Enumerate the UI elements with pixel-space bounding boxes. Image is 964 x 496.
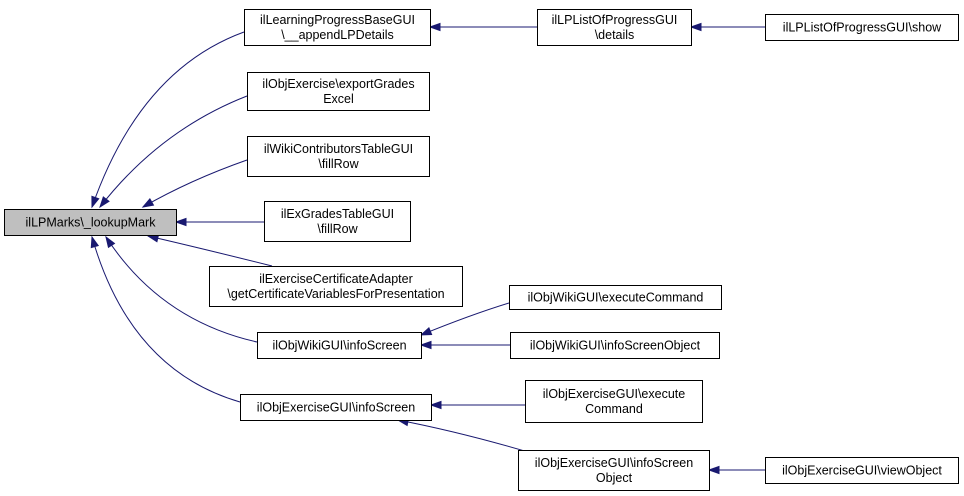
node-box[interactable] xyxy=(525,380,703,423)
node-ex_info_obj[interactable]: ilObjExerciseGUI\infoScreenObject xyxy=(518,450,710,491)
arrowhead-ex_grades-to-root xyxy=(174,217,187,227)
arrowhead-ex_view-to-ex_info_obj xyxy=(707,465,720,475)
edge-ex_info-to-root xyxy=(91,236,241,403)
node-wiki_contrib[interactable]: ilWikiContributorsTableGUI\fillRow xyxy=(247,136,430,177)
arrowhead-lp_list_show-to-lp_list_details xyxy=(689,22,702,32)
edge-lp_base-to-root xyxy=(91,31,245,208)
node-lp_base[interactable]: ilLearningProgressBaseGUI\__appendLPDeta… xyxy=(244,9,431,46)
node-label-line: \details xyxy=(595,28,635,42)
arrowhead-lp_list_details-to-lp_base xyxy=(428,22,441,32)
node-lp_list_show[interactable]: ilLPListOfProgressGUI\show xyxy=(765,14,959,41)
edge-wiki_info-to-root xyxy=(105,236,258,343)
node-label-line: ilObjWikiGUI\executeCommand xyxy=(528,291,704,305)
node-lp_list_details[interactable]: ilLPListOfProgressGUI\details xyxy=(537,9,692,46)
node-label-line: ilObjWikiGUI\infoScreenObject xyxy=(530,339,701,353)
node-label-line: \fillRow xyxy=(317,222,358,236)
node-box[interactable] xyxy=(240,394,432,421)
node-label-line: ilExGradesTableGUI xyxy=(281,207,394,221)
node-box[interactable] xyxy=(765,457,959,484)
node-wiki_info_obj[interactable]: ilObjWikiGUI\infoScreenObject xyxy=(510,332,720,359)
node-label-line: ilObjExerciseGUI\execute xyxy=(543,387,685,401)
node-label-line: Object xyxy=(596,471,633,485)
node-box[interactable] xyxy=(765,14,959,41)
node-box[interactable] xyxy=(247,136,430,177)
node-box[interactable] xyxy=(509,285,722,310)
node-ex_cert[interactable]: ilExerciseCertificateAdapter\getCertific… xyxy=(209,266,463,307)
arrowhead-wiki_exec-to-wiki_info xyxy=(419,327,433,336)
node-ex_grades[interactable]: ilExGradesTableGUI\fillRow xyxy=(264,201,411,242)
node-label-line: ilObjExerciseGUI\infoScreen xyxy=(535,456,693,470)
node-box[interactable] xyxy=(257,332,422,359)
node-box[interactable] xyxy=(264,201,411,242)
node-ex_info[interactable]: ilObjExerciseGUI\infoScreen xyxy=(240,394,432,421)
arrowhead-lp_base-to-root xyxy=(91,195,100,209)
node-box[interactable] xyxy=(244,9,431,46)
edges-layer xyxy=(90,22,765,475)
node-label-line: ilLearningProgressBaseGUI xyxy=(260,13,415,27)
node-label-line: Excel xyxy=(323,92,354,106)
arrowhead-wiki_contrib-to-root xyxy=(141,198,155,208)
edge-wiki_exec-to-wiki_info xyxy=(420,302,510,336)
node-label-line: ilObjExercise\exportGrades xyxy=(262,77,414,91)
node-label-line: \__appendLPDetails xyxy=(281,28,394,42)
node-label-line: ilWikiContributorsTableGUI xyxy=(264,142,413,156)
edge-obj_ex_export-to-root xyxy=(99,95,248,208)
edge-ex_info_obj-to-ex_info xyxy=(397,419,529,453)
node-box[interactable] xyxy=(537,9,692,46)
node-root[interactable]: ilLPMarks\_lookupMark xyxy=(4,209,177,236)
arrowhead-ex_info-to-root xyxy=(90,235,100,249)
node-box[interactable] xyxy=(4,209,177,236)
node-label-line: ilLPMarks\_lookupMark xyxy=(26,216,157,230)
node-label-line: \getCertificateVariablesForPresentation xyxy=(227,287,444,301)
node-label-line: \fillRow xyxy=(318,157,359,171)
node-label-line: ilLPListOfProgressGUI\show xyxy=(783,21,942,35)
node-label-line: ilObjExerciseGUI\infoScreen xyxy=(257,401,415,415)
node-label-line: Command xyxy=(585,402,643,416)
node-wiki_info[interactable]: ilObjWikiGUI\infoScreen xyxy=(257,332,422,359)
node-box[interactable] xyxy=(209,266,463,307)
node-box[interactable] xyxy=(518,450,710,491)
node-label-line: ilExerciseCertificateAdapter xyxy=(259,272,413,286)
arrowhead-obj_ex_export-to-root xyxy=(99,196,110,209)
arrowhead-wiki_info_obj-to-wiki_info xyxy=(419,340,432,350)
node-wiki_exec[interactable]: ilObjWikiGUI\executeCommand xyxy=(509,285,722,310)
edge-ex_cert-to-root xyxy=(147,235,273,267)
node-box[interactable] xyxy=(247,72,430,111)
arrowhead-wiki_info-to-root xyxy=(105,235,116,249)
arrowhead-ex_exec-to-ex_info xyxy=(429,400,442,410)
node-label-line: ilObjExerciseGUI\viewObject xyxy=(782,464,942,478)
node-label-line: ilObjWikiGUI\infoScreen xyxy=(272,339,406,353)
node-ex_exec[interactable]: ilObjExerciseGUI\executeCommand xyxy=(525,380,703,423)
node-box[interactable] xyxy=(510,332,720,359)
nodes-layer: ilLPMarks\_lookupMark ilLearningProgressB… xyxy=(4,9,959,491)
edge-wiki_contrib-to-root xyxy=(142,159,248,208)
node-ex_view[interactable]: ilObjExerciseGUI\viewObject xyxy=(765,457,959,484)
node-label-line: ilLPListOfProgressGUI xyxy=(552,13,678,27)
